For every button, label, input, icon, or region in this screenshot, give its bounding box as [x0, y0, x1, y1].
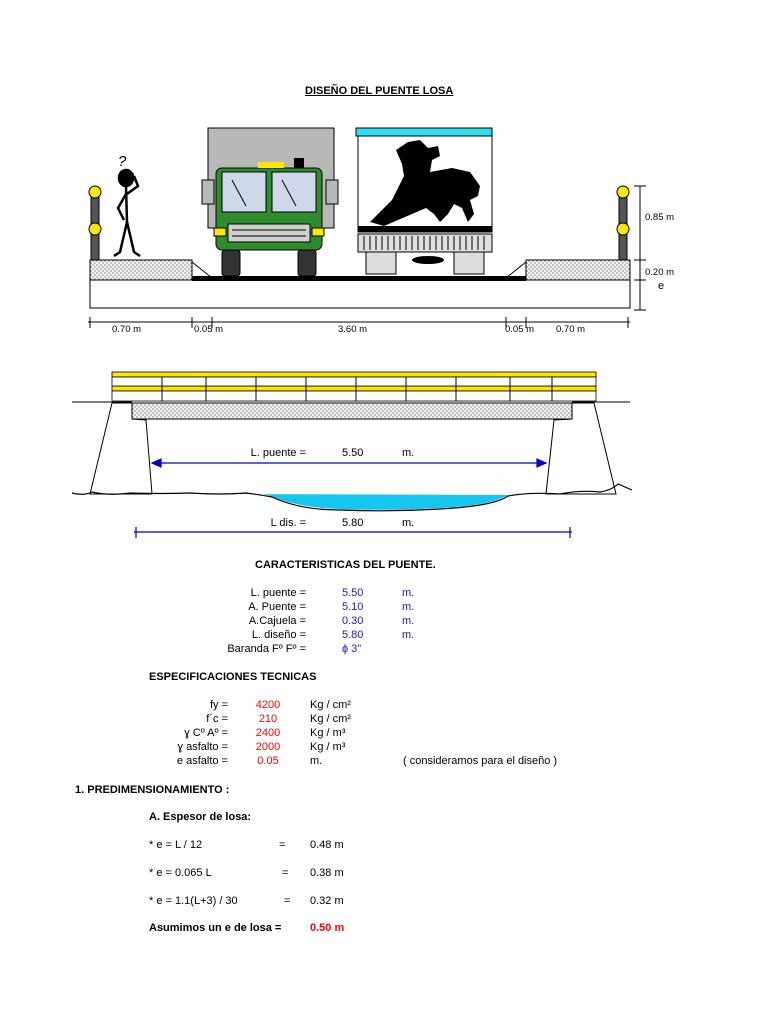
railing-top	[111, 371, 597, 378]
predim-eq: =	[282, 867, 289, 879]
elev-ldis-unit: m.	[402, 517, 415, 529]
carac-value: 5.10	[342, 601, 364, 613]
predim-formula: * e = L / 12	[149, 839, 203, 851]
abutment-right	[545, 402, 617, 495]
espec-unit: Kg / m³	[310, 741, 346, 753]
elev-lpuente-label: L. puente =	[250, 447, 306, 459]
horse-silhouette	[370, 140, 480, 226]
espec-label: f´c =	[206, 713, 228, 725]
predim-eq: =	[284, 895, 291, 907]
espec-note: ( consideramos para el diseño )	[403, 755, 558, 767]
espec-value: 4200	[255, 699, 281, 711]
espec-unit: Kg / m³	[310, 727, 346, 739]
slab-elevation	[131, 402, 573, 420]
assume-value: 0.50 m	[310, 922, 345, 934]
horse-trailer	[355, 127, 493, 275]
elev-ldis-label: L dis. =	[270, 517, 306, 529]
especificaciones-heading: ESPECIFICACIONES TECNICAS	[149, 671, 317, 683]
espec-value: 210	[258, 713, 278, 725]
abutment-left	[89, 402, 153, 495]
espec-value: 0.05	[257, 755, 279, 767]
dim-span-line	[150, 458, 548, 468]
espec-value: 2000	[255, 741, 281, 753]
dim-design-line	[134, 527, 572, 538]
ground-profile	[71, 483, 633, 512]
carac-label: L. diseño =	[251, 629, 306, 641]
dim-baranda-height: 0.85 m	[645, 212, 675, 223]
predim-formula: * e = 1.1(L+3) / 30	[149, 895, 238, 907]
carac-unit: m.	[402, 601, 415, 613]
railing-right	[616, 185, 630, 261]
sidewalk-right	[525, 259, 631, 281]
carac-value: ɸ 3"	[342, 643, 362, 655]
railing-left	[88, 185, 102, 261]
espec-label: e asfalto =	[176, 755, 228, 767]
carac-unit: m.	[402, 587, 415, 599]
question-mark: ?	[118, 153, 127, 170]
person-figure	[113, 168, 141, 258]
predim-subheading: A. Espesor de losa:	[149, 811, 252, 823]
carac-label: A. Puente =	[248, 601, 306, 613]
carac-label: L. puente =	[250, 587, 306, 599]
espec-unit: m.	[310, 755, 323, 767]
carac-unit: m.	[402, 629, 415, 641]
carac-value: 0.30	[342, 615, 364, 627]
railing-mid	[111, 385, 597, 392]
espec-unit: Kg / cm²	[310, 713, 351, 725]
river-water	[232, 493, 508, 510]
espec-label: ɣ Cº Aº =	[184, 727, 228, 739]
elev-lpuente-value: 5.50	[342, 447, 364, 459]
carac-label: Baranda Fº Fº =	[227, 643, 306, 655]
predim-value: 0.48 m	[310, 839, 344, 851]
elev-lpuente-unit: m.	[402, 447, 415, 459]
carac-unit: m.	[402, 615, 415, 627]
asphalt-layer	[192, 276, 526, 281]
carac-value: 5.80	[342, 629, 364, 641]
dim-vereda-right: 0.70 m	[556, 324, 586, 335]
predim-value: 0.38 m	[310, 867, 344, 879]
predim-formula: * e = 0.065 L	[149, 867, 212, 879]
carac-label: A.Cajuela =	[248, 615, 306, 627]
espec-label: fy =	[209, 699, 228, 711]
dim-gap-left: 0.05 m	[194, 324, 224, 335]
dim-calzada: 3.60 m	[338, 324, 368, 335]
dim-vereda-left: 0.70 m	[112, 324, 142, 335]
dim-gap-right: 0.05 m	[505, 324, 535, 335]
espec-label: ɣ asfalto =	[177, 741, 228, 753]
assume-label: Asumimos un e de losa =	[149, 922, 282, 934]
dim-e-label: e	[658, 280, 665, 292]
deck-slab	[89, 279, 631, 309]
carac-value: 5.50	[342, 587, 364, 599]
sidewalk-left	[89, 259, 193, 281]
espec-unit: Kg / cm²	[310, 699, 351, 711]
truck	[201, 127, 339, 277]
page-title: DISEÑO DEL PUENTE LOSA	[305, 85, 454, 97]
espec-value: 2400	[255, 727, 281, 739]
dim-vereda-height: 0.20 m	[645, 267, 675, 278]
predim-heading: 1. PREDIMENSIONAMIENTO :	[75, 784, 230, 796]
predim-value: 0.32 m	[310, 895, 344, 907]
caracteristicas-heading: CARACTERISTICAS DEL PUENTE.	[255, 559, 436, 571]
elev-ldis-value: 5.80	[342, 517, 364, 529]
predim-eq: =	[279, 839, 286, 851]
